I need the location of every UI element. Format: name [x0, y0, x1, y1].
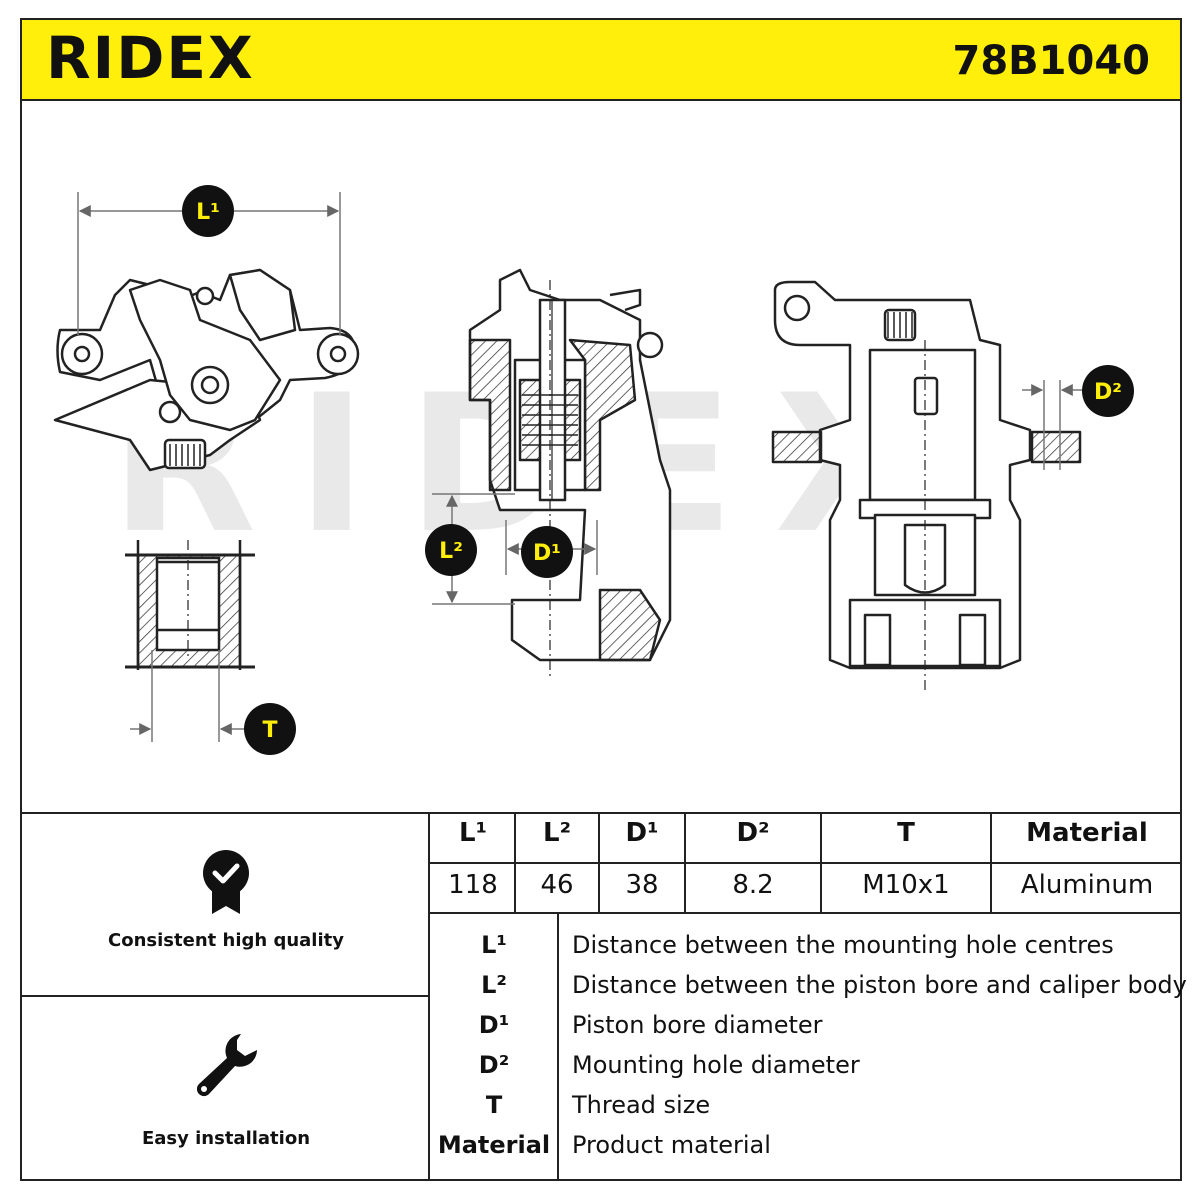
legend-key: D²: [478, 1051, 510, 1079]
table-col-divider: [598, 813, 600, 913]
feature-quality: Consistent high quality: [22, 848, 430, 951]
legend-description: Distance between the piston bore and cal…: [572, 971, 1187, 999]
quality-badge-icon: [203, 850, 249, 914]
l2-d1-dimensions: [432, 493, 598, 605]
thread-section-view: [125, 540, 255, 670]
wrench-icon: [196, 1034, 257, 1097]
t-dimension: [130, 650, 245, 742]
technical-drawing: RIDEX L¹: [22, 101, 1180, 813]
table-value-cell: 38: [625, 870, 659, 900]
legend-divider: [557, 913, 559, 1179]
legend-key: D¹: [478, 1011, 510, 1039]
legend-key: T: [485, 1091, 503, 1119]
header-bar: RIDEX 78B1040: [20, 18, 1182, 101]
legend-key: L²: [481, 971, 507, 999]
features-panel: Consistent high quality Easy installatio…: [20, 813, 430, 1179]
t-badge-label: T: [262, 718, 277, 743]
d1-badge-label: D¹: [533, 541, 561, 566]
t-badge: T: [244, 703, 296, 755]
caliper-side-view: [53, 268, 360, 472]
feature-label: Easy installation: [141, 1128, 311, 1149]
l1-badge-label: L¹: [196, 200, 220, 225]
table-row-divider: [430, 862, 1182, 864]
feature-label: Consistent high quality: [108, 930, 344, 951]
brand-logo: RIDEX: [46, 24, 255, 92]
table-row-divider: [430, 912, 1182, 914]
d2-badge-label: D²: [1094, 380, 1122, 405]
legend-key: L¹: [481, 931, 507, 959]
drawing-divider: [20, 812, 1182, 814]
table-col-divider: [514, 813, 516, 913]
caliper-cross-section: [468, 268, 672, 680]
d2-dimension: [1022, 380, 1082, 470]
l1-badge: L¹: [182, 185, 234, 237]
legend-description: Product material: [572, 1131, 771, 1159]
legend-key: Material: [437, 1131, 551, 1159]
table-header-cell: T: [897, 818, 915, 848]
table-header-cell: D²: [736, 818, 770, 848]
table-value-cell: M10x1: [862, 870, 950, 900]
table-col-divider: [990, 813, 992, 913]
table-value-cell: 46: [540, 870, 574, 900]
table-header-cell: D¹: [625, 818, 659, 848]
table-header-cell: Material: [1026, 818, 1148, 848]
legend-description: Distance between the mounting hole centr…: [572, 931, 1114, 959]
features-divider: [20, 995, 430, 997]
table-header-cell: L¹: [459, 818, 487, 848]
table-value-cell: Aluminum: [1020, 870, 1154, 900]
part-number: 78B1040: [952, 38, 1150, 84]
legend-description: Piston bore diameter: [572, 1011, 823, 1039]
caliper-front-view: [771, 280, 1082, 690]
legend-description: Thread size: [572, 1091, 711, 1119]
l2-badge: L²: [425, 524, 477, 576]
feature-installation: Easy installation: [22, 1028, 430, 1149]
table-col-divider: [684, 813, 686, 913]
d2-badge: D²: [1082, 365, 1134, 417]
outer-frame: [20, 18, 1182, 1181]
table-col-divider: [820, 813, 822, 913]
table-value-cell: 8.2: [732, 870, 774, 900]
l2-badge-label: L²: [439, 539, 463, 564]
d1-badge: D¹: [521, 526, 573, 578]
table-header-cell: L²: [543, 818, 571, 848]
table-value-cell: 118: [448, 870, 498, 900]
legend-description: Mounting hole diameter: [572, 1051, 860, 1079]
